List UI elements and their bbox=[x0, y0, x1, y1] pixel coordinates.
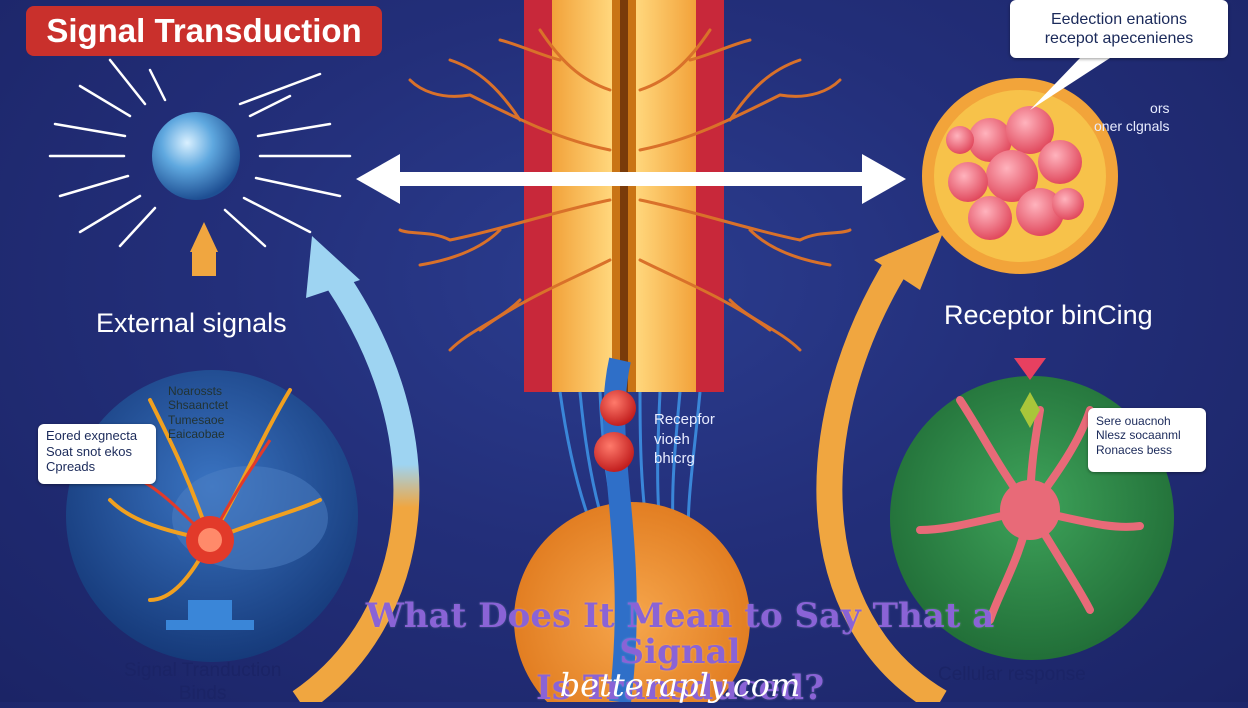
callout-right-line-1: Sere ouacnoh bbox=[1096, 414, 1171, 428]
callout-right-line-2: Nlesz socaanml bbox=[1096, 428, 1181, 443]
title-badge: Signal Transduction bbox=[26, 6, 382, 56]
receptor-mid-label: Recepfor vioeh bhicrg bbox=[654, 410, 715, 469]
receptor-dot-lower bbox=[594, 432, 634, 472]
callout-left-line-1: Eored exgnecta bbox=[46, 428, 138, 443]
central-membrane-tube bbox=[524, 0, 724, 392]
side-note: ors oner clgnals bbox=[1094, 100, 1170, 135]
signal-transduction-binds-label: Signal Tranduction Binds bbox=[124, 660, 281, 706]
mid-label-line-1: Recepfor bbox=[654, 411, 715, 428]
inset-line-4: Eaicaobae bbox=[168, 427, 225, 442]
callout-left-line-3: Cpreads bbox=[46, 459, 96, 475]
receptor-cluster bbox=[922, 78, 1118, 274]
inset-line-3: Tumesaoe bbox=[168, 412, 225, 427]
receptor-binding-label: Receptor binCing bbox=[944, 300, 1153, 330]
side-note-line-2: oner clgnals bbox=[1094, 117, 1170, 134]
inset-line-2: Shsaanctet bbox=[168, 398, 229, 413]
right-curved-arrow bbox=[816, 230, 947, 702]
callout-receptor-top: Eedection enations recepot apecenienes bbox=[1010, 0, 1228, 58]
inset-text: Noarossts Shsaanctet Tumesaoe Eaicaobae bbox=[168, 384, 228, 442]
callout-top-line-1: Eedection enations bbox=[1050, 10, 1188, 28]
overlay-title-line-2: Is Transduced? bbox=[535, 668, 825, 708]
side-note-line-1: ors bbox=[1150, 100, 1170, 116]
double-arrow bbox=[356, 154, 906, 204]
callout-right: Sere ouacnoh Nlesz socaanml Ronaces bess bbox=[1088, 408, 1206, 472]
cellular-response-label: Cellular response bbox=[938, 664, 1086, 685]
callout-left-line-2: Soat snot ekos bbox=[46, 443, 132, 459]
external-signals-label: External signals bbox=[96, 308, 287, 338]
left-curved-arrow bbox=[292, 236, 420, 702]
callout-top-line-2: recepot apecenienes bbox=[1044, 30, 1194, 47]
callout-pointer bbox=[1030, 58, 1110, 110]
overlay-title: What Does It Mean to Say That a Signal I… bbox=[300, 598, 1060, 706]
mid-label-line-2: vioeh bbox=[654, 430, 690, 448]
callout-left: Eored exgnecta Soat snot ekos Cpreads bbox=[38, 424, 156, 484]
mid-label-line-3: bhicrg bbox=[654, 450, 695, 467]
bottom-left-line-1: Signal Tranduction bbox=[124, 660, 282, 681]
callout-right-line-3: Ronaces bess bbox=[1096, 442, 1173, 457]
receptor-dot-upper bbox=[600, 390, 636, 426]
dendrite-branches bbox=[398, 28, 852, 352]
inset-line-1: Noarossts bbox=[168, 384, 223, 398]
watermark: betteraply.com bbox=[559, 666, 801, 704]
signal-sphere bbox=[48, 58, 352, 276]
bottom-left-line-2: Binds bbox=[178, 682, 227, 704]
overlay-title-line-1: What Does It Mean to Say That a Signal bbox=[365, 596, 995, 672]
